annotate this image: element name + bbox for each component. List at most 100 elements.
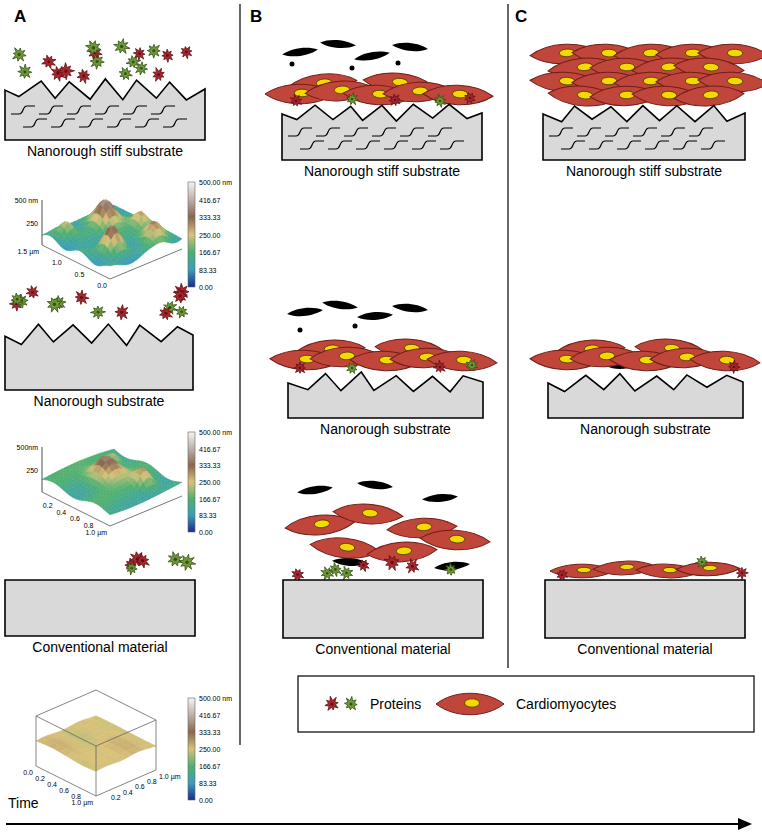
colorbar-tick-label: 0.00 xyxy=(199,529,213,536)
cell-nucleus xyxy=(314,519,330,528)
substrate xyxy=(5,324,193,390)
protein xyxy=(147,44,160,58)
protein-core xyxy=(351,98,354,101)
protein-core xyxy=(16,298,19,301)
substrate-label: Nanorough stiff substrate xyxy=(27,143,183,159)
stiffness-fiber xyxy=(428,128,452,136)
protein xyxy=(175,306,187,318)
box-edge xyxy=(96,720,156,746)
protein-core xyxy=(345,572,348,575)
protein-core xyxy=(733,366,736,369)
debris-dot xyxy=(396,61,401,66)
afm-facet xyxy=(107,264,113,266)
stiffness-fiber xyxy=(673,141,697,149)
cell-nucleus xyxy=(339,543,355,552)
protein-core xyxy=(178,294,181,297)
stiffness-fiber xyxy=(617,141,641,149)
box-edge xyxy=(36,690,96,716)
substrate-shape xyxy=(5,322,193,390)
protein xyxy=(57,63,74,80)
stiffness-fiber xyxy=(689,128,713,136)
stiffness-fiber xyxy=(605,128,629,136)
stiffness-fiber xyxy=(701,141,725,149)
cell-nucleus xyxy=(727,77,743,85)
protein-core xyxy=(411,565,414,568)
substrate-block: Nanorough stiff substrate xyxy=(5,78,205,140)
substrate xyxy=(543,106,745,160)
protein-core xyxy=(138,52,141,55)
substrate-block: Nanorough stiff substrate xyxy=(543,104,745,160)
cell-body xyxy=(436,693,504,714)
cell-nucleus xyxy=(465,699,480,707)
box-edge xyxy=(36,716,37,766)
cell-nucleus xyxy=(577,567,591,572)
colorbar xyxy=(188,698,195,800)
fibroblast xyxy=(354,49,391,63)
substrate-shape xyxy=(283,580,483,638)
box-edge xyxy=(96,746,97,796)
substrate xyxy=(282,104,482,160)
substrate-label: Nanorough substrate xyxy=(320,421,451,437)
axis-tick-label: 0.8 xyxy=(147,778,157,785)
fibroblast xyxy=(357,479,394,491)
stiffness-fiber xyxy=(400,128,424,136)
colorbar-tick-label: 0.00 xyxy=(199,797,213,804)
afm-facet xyxy=(107,511,113,515)
fibroblast xyxy=(320,39,357,50)
cell-nucleus xyxy=(719,356,735,364)
cell-nucleus xyxy=(577,91,593,100)
colorbar-tick-label: 250.00 xyxy=(199,231,220,238)
protein-core xyxy=(47,60,50,63)
stiffness-fiber xyxy=(633,128,657,136)
protein xyxy=(294,362,306,373)
substrate xyxy=(5,79,205,140)
axis-line xyxy=(42,492,110,526)
substrate xyxy=(288,372,483,418)
cell-nucleus xyxy=(661,62,677,71)
cell-nucleus xyxy=(620,564,634,570)
colorbar-tick-label: 83.33 xyxy=(199,266,217,273)
protein-core xyxy=(174,558,177,561)
substrate-label: Conventional material xyxy=(32,639,167,655)
cardiomyocyte xyxy=(673,84,744,108)
panel-letter: C xyxy=(515,8,527,25)
cell-nucleus xyxy=(577,62,593,71)
protein-core xyxy=(351,367,354,370)
axis-tick-label: 1.0 xyxy=(52,259,62,266)
protein-core xyxy=(330,702,333,705)
fibroblast xyxy=(392,41,429,53)
stiffness-fiber xyxy=(95,106,119,114)
box-edge xyxy=(36,716,96,746)
stiffness-fiber xyxy=(549,128,573,136)
box-edge xyxy=(96,770,156,796)
substrate-block: Conventional material xyxy=(5,580,195,636)
axis-tick-label: 0.0 xyxy=(23,769,33,776)
stiffness-fiber xyxy=(23,119,47,127)
cell-nucleus xyxy=(703,63,719,72)
legend-item: Proteins xyxy=(322,690,421,718)
protein-core xyxy=(152,49,155,52)
substrate-label: Conventional material xyxy=(315,641,450,657)
colorbar-tick-label: 83.33 xyxy=(199,512,217,519)
protein-core xyxy=(349,702,352,705)
legend-symbol xyxy=(432,690,508,718)
protein-core xyxy=(82,74,85,77)
protein xyxy=(465,93,475,104)
cell-body xyxy=(690,349,761,372)
stiffness-fiber xyxy=(344,128,368,136)
colorbar-tick-label: 333.33 xyxy=(199,729,220,736)
colorbar-tick-label: 416.67 xyxy=(199,445,220,452)
protein-core xyxy=(132,61,135,64)
cell-nucleus xyxy=(396,547,412,556)
protein-core xyxy=(164,312,167,315)
substrate-block: Nanorough stiff substrate xyxy=(282,104,482,160)
cell-body xyxy=(423,84,494,106)
substrate xyxy=(545,580,745,638)
substrate-block: Nanorough substrate xyxy=(548,372,743,418)
stiffness-fiber xyxy=(372,128,396,136)
afm-surface xyxy=(42,200,182,266)
protein-core xyxy=(469,97,472,100)
stiffness-fiber xyxy=(67,106,91,114)
protein xyxy=(729,360,740,373)
